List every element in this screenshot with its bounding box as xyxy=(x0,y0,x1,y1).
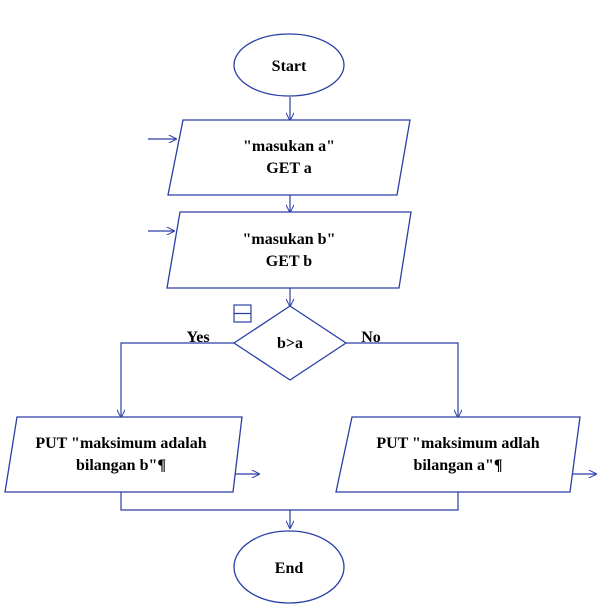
end-label: End xyxy=(275,560,304,577)
output-left-line1: PUT "maksimum adalah xyxy=(35,435,206,452)
connector-right-merge xyxy=(290,492,459,511)
output-right-line1: PUT "maksimum adlah xyxy=(376,435,539,452)
input-a-get: GET a xyxy=(266,160,312,177)
output-left-line2: bilangan b"¶ xyxy=(76,457,166,474)
input-b-shape xyxy=(166,211,412,289)
input-a-prompt: "masukan a" xyxy=(243,138,335,155)
decision-diamond xyxy=(232,305,348,381)
no-label: No xyxy=(361,329,381,346)
input-b-prompt: "masukan b" xyxy=(243,231,336,248)
output-right-line2: bilangan a"¶ xyxy=(413,457,502,474)
input-a-shape xyxy=(167,119,411,196)
output-left-shape xyxy=(4,416,243,493)
collapse-handle-icon[interactable] xyxy=(233,304,252,323)
connector-left-merge xyxy=(120,492,290,511)
connector-no-branch xyxy=(346,342,458,417)
end-terminal xyxy=(233,530,345,604)
yes-label: Yes xyxy=(186,329,209,346)
input-b-get: GET b xyxy=(266,253,313,270)
start-label: Start xyxy=(272,58,307,75)
connector-yes-branch xyxy=(121,342,234,417)
output-right-shape xyxy=(335,416,581,493)
start-terminal xyxy=(233,33,345,97)
decision-label: b>a xyxy=(277,335,303,352)
